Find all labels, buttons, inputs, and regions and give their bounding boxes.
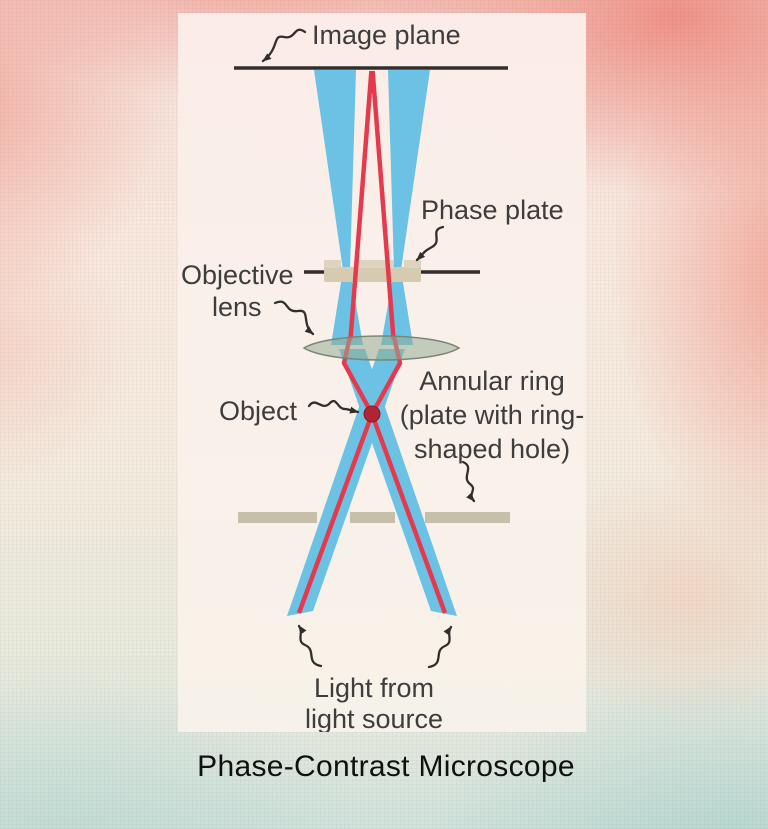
phase-plate-tab-right [404,260,421,268]
annular-ring-middle-bar [350,512,395,523]
phase-contrast-diagram: Image plane Phase plate Objective lens O… [181,20,585,732]
objective-lens-arrow [273,300,315,336]
annular-ring-arrow [461,460,476,503]
label-light-line2: light source [305,704,443,732]
phase-plate-ring-section [356,260,394,268]
object-arrow [307,399,360,414]
label-light-line1: Light from [314,673,434,703]
label-objective-line2: lens [212,292,262,322]
label-annular-line1: Annular ring [419,366,565,396]
phase-plate-bar [324,267,421,282]
phase-plate-arrow [415,225,445,262]
object-dot [363,405,381,423]
label-objective-line1: Objective [181,260,294,290]
objective-lens-shape [302,335,461,361]
label-image-plane: Image plane [312,20,461,50]
red-ray-upper-left [348,70,374,340]
image-plane-arrow [261,28,307,63]
label-annular-line2: (plate with ring- [400,400,585,430]
beam-upper-left [314,70,363,345]
light-source-arrow-left [297,624,323,668]
diagram-caption: Phase-Contrast Microscope [197,750,575,783]
annular-ring-right-bar [425,512,510,523]
label-phase-plate: Phase plate [421,195,564,225]
diagram-panel: Image plane Phase plate Objective lens O… [178,13,586,732]
annular-ring-left-bar [238,512,317,523]
red-ray-upper-right [370,70,396,340]
light-source-arrow-right [427,625,453,669]
phase-plate-tab-left [324,260,341,268]
label-object: Object [219,396,298,426]
label-annular-line3: shaped hole) [414,434,570,464]
